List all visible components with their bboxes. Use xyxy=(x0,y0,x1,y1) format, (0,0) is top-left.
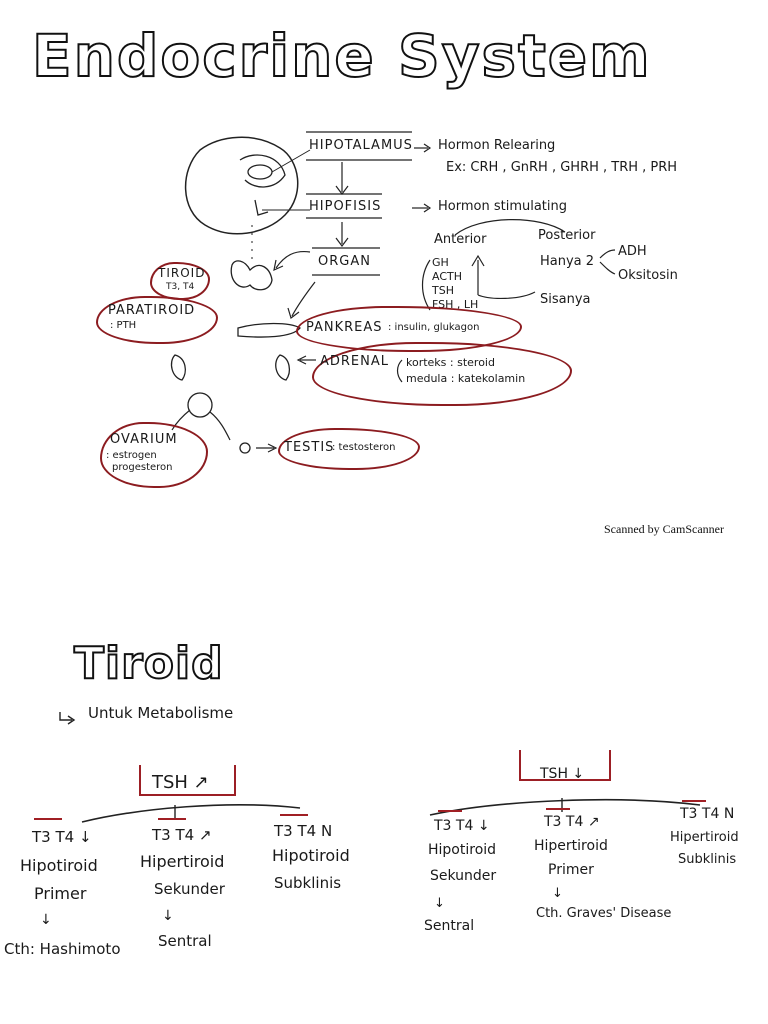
left-col1-l1: Hipotiroid xyxy=(20,856,98,875)
anterior-item-tsh: TSH xyxy=(432,284,454,297)
right-col2-l2: Primer xyxy=(548,862,594,878)
note-testis: : testosteron xyxy=(332,442,396,453)
right-col2-l3: ↓ xyxy=(552,886,563,901)
right-col1-t: T3 T4 ↓ xyxy=(434,818,490,834)
note-pankreas: : insulin, glukagon xyxy=(388,322,480,333)
label-sisanya: Sisanya xyxy=(540,292,591,307)
label-anterior: Anterior xyxy=(434,232,487,247)
label-testis: TESTIS xyxy=(284,440,335,455)
left-col2-t: T3 T4 ↗ xyxy=(152,826,212,844)
note-hormon-examples: Ex: CRH , GnRH , GHRH , TRH , PRH xyxy=(446,160,678,175)
paratiroid-bubble xyxy=(96,296,218,344)
scanner-watermark: Scanned by CamScanner xyxy=(604,522,724,536)
label-adh: ADH xyxy=(618,244,647,259)
left-col1-l4: Cth: Hashimoto xyxy=(4,940,121,958)
page-title: Endocrine System xyxy=(31,21,652,91)
ovarium-bubble xyxy=(100,422,208,488)
tiroid-title: Tiroid xyxy=(73,637,224,690)
left-col2-l1: Hipertiroid xyxy=(140,852,225,871)
note-hormon-stimulating: Hormon stimulating xyxy=(438,199,567,214)
right-col1-l4: Sentral xyxy=(424,918,475,934)
left-col1-l2: Primer xyxy=(34,884,87,903)
left-col2-l3: ↓ xyxy=(162,908,174,924)
label-oksitosin: Oksitosin xyxy=(618,268,678,283)
left-col3-t: T3 T4 N xyxy=(274,822,333,840)
note-ovarium-estrogen: : estrogen xyxy=(106,450,157,461)
label-hipotalamus: HIPOTALAMUS xyxy=(309,138,413,153)
label-hanya: Hanya 2 xyxy=(540,254,595,269)
underline xyxy=(158,818,186,820)
label-paratiroid-sub: : PTH xyxy=(110,320,137,331)
underline xyxy=(682,800,706,802)
note-ovarium-progesteron: progesteron xyxy=(112,462,173,473)
right-col2-l1: Hipertiroid xyxy=(534,838,608,854)
underline xyxy=(34,818,62,820)
label-tiroid: TIROID xyxy=(158,266,206,280)
left-col1-t: T3 T4 ↓ xyxy=(32,828,92,846)
underline xyxy=(438,810,462,812)
underline xyxy=(280,814,308,816)
anterior-item-gh: GH xyxy=(432,256,449,269)
testis-bubble xyxy=(278,428,420,470)
tiroid-subtitle: Untuk Metabolisme xyxy=(88,704,234,722)
label-tiroid-sub: T3, T4 xyxy=(166,282,195,292)
right-col1-l1: Hipotiroid xyxy=(428,842,497,858)
note-hormon-relearing: Hormon Relearing xyxy=(438,138,556,153)
label-posterior: Posterior xyxy=(538,228,596,243)
note-korteks: korteks : steroid xyxy=(406,356,495,369)
right-col2-l4: Cth. Graves' Disease xyxy=(536,906,672,921)
right-col3-t: T3 T4 N xyxy=(680,806,735,822)
underline xyxy=(546,808,570,810)
note-medula: medula : katekolamin xyxy=(406,372,526,385)
anterior-item-acth: ACTH xyxy=(432,270,463,283)
right-col1-l2: Sekunder xyxy=(430,868,497,884)
left-col1-l3: ↓ xyxy=(40,912,52,928)
right-col1-l3: ↓ xyxy=(434,896,445,911)
adrenal-bubble xyxy=(312,342,572,406)
left-col2-l4: Sentral xyxy=(158,932,212,950)
label-hipofisis: HIPOFISIS xyxy=(309,199,382,214)
right-col2-t: T3 T4 ↗ xyxy=(544,814,600,830)
left-col2-l2: Sekunder xyxy=(154,880,225,898)
left-col3-l1: Hipotiroid xyxy=(272,846,350,865)
right-col3-l1: Hipertiroid xyxy=(670,830,739,845)
left-col3-l2: Subklinis xyxy=(274,874,342,892)
label-paratiroid: PARATIROID xyxy=(108,303,196,318)
label-adrenal: ADRENAL xyxy=(320,354,390,369)
label-pankreas: PANKREAS xyxy=(306,320,383,335)
label-organ: ORGAN xyxy=(318,254,371,269)
tsh-down-head: TSH ↓ xyxy=(540,766,585,782)
tsh-up-head: TSH ↗ xyxy=(152,772,209,793)
right-col3-l2: Subklinis xyxy=(678,852,737,867)
label-ovarium: OVARIUM xyxy=(110,432,178,447)
